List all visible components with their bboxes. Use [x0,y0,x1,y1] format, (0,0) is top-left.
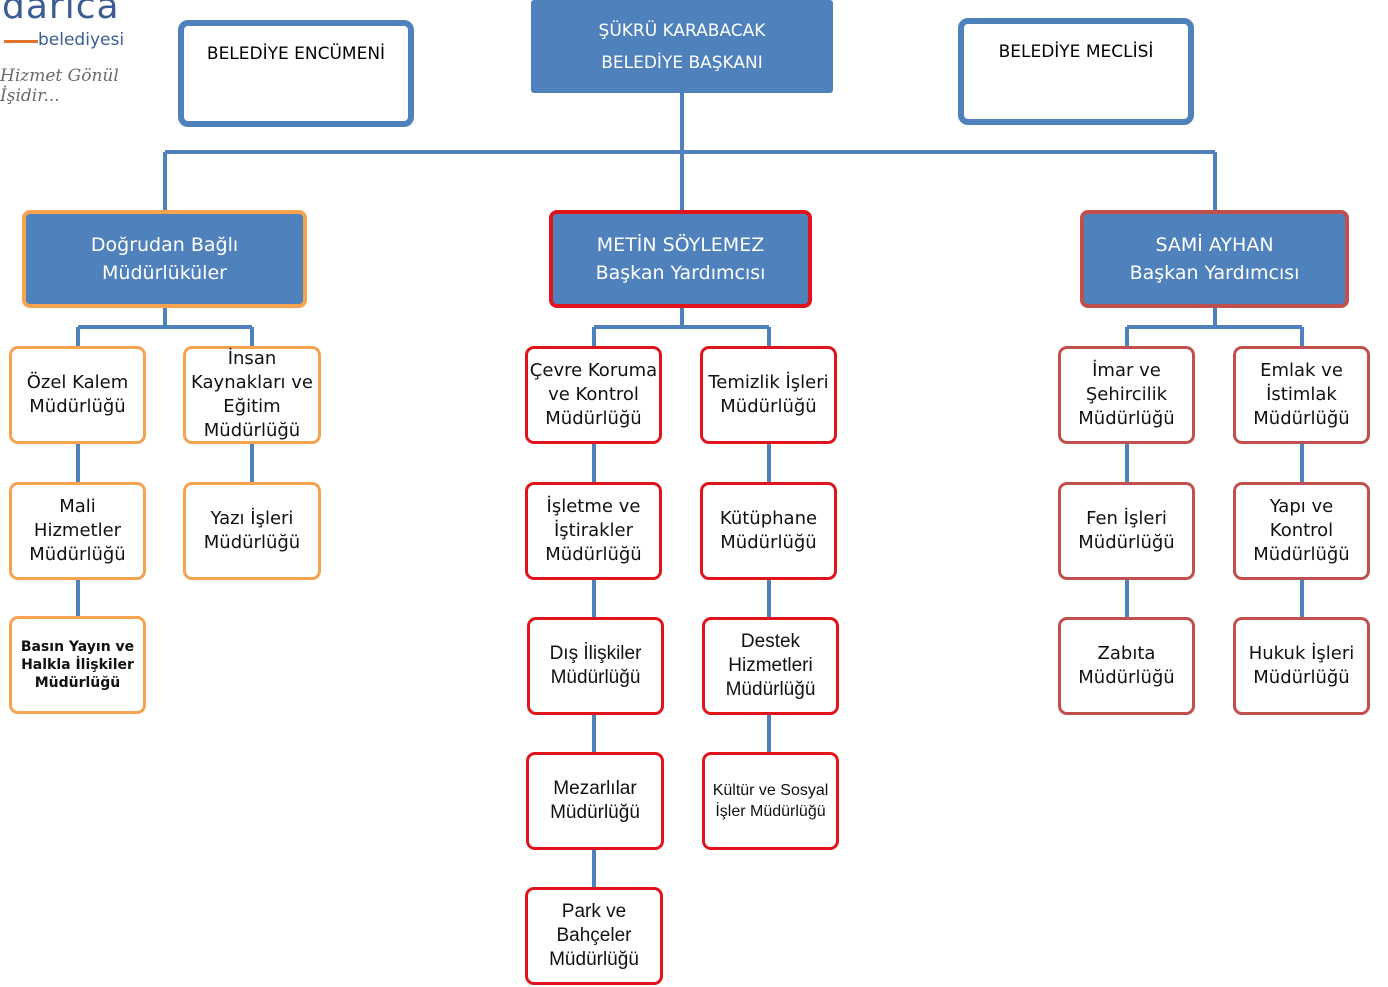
belediye-meclisi-box: BELEDİYE MECLİSİ [958,18,1194,125]
temizlik-isleri-label: Temizlik İşleri Müdürlüğü [708,372,829,417]
darica-logo: darica belediyesi Hizmet Gönül İşidir... [0,0,160,110]
yapi-kontrol-label: Yapı ve Kontrol Müdürlüğü [1253,496,1350,565]
mali-hizmetler-node: Mali Hizmetler Müdürlüğü [9,482,146,580]
mayor-label: ŞÜKRÜ KARABACAK BELEDİYE BAŞKANI [598,20,766,73]
emlak-istimlak-label: Emlak ve İstimlak Müdürlüğü [1253,360,1350,429]
direct-departments-label: Doğrudan Bağlı Müdürlüküler [90,234,239,284]
deputy-mayor-metin-box: METİN SÖYLEMEZ Başkan Yardımcısı [549,210,812,308]
mayor-box: ŞÜKRÜ KARABACAK BELEDİYE BAŞKANI [531,0,833,93]
kultur-sosyal-label: Kültür ve Sosyal İşler Müdürlüğü [712,782,829,820]
basin-yayin-label: Basın Yayın ve Halkla İlişkiler Müdürlüğ… [20,639,135,691]
park-bahceler-label: Park ve Bahçeler Müdürlüğü [549,901,639,970]
dis-iliskiler-label: Dış İlişkiler Müdürlüğü [549,643,642,688]
dis-iliskiler-node: Dış İlişkiler Müdürlüğü [527,617,664,715]
belediye-meclisi-label: BELEDİYE MECLİSİ [998,42,1154,62]
basin-yayin-node: Basın Yayın ve Halkla İlişkiler Müdürlüğ… [9,616,146,714]
insan-kaynaklari-label: İnsan Kaynakları ve Eğitim Müdürlüğü [191,348,313,441]
mali-hizmetler-label: Mali Hizmetler Müdürlüğü [29,496,126,565]
logo-brand: darica [2,0,120,27]
logo-slogan: Hizmet Gönül İşidir... [0,66,119,106]
imar-sehircilik-node: İmar ve Şehircilik Müdürlüğü [1058,346,1195,444]
cevre-koruma-label: Çevre Koruma ve Kontrol Müdürlüğü [529,360,658,429]
yapi-kontrol-node: Yapı ve Kontrol Müdürlüğü [1233,482,1370,580]
fen-isleri-node: Fen İşleri Müdürlüğü [1058,482,1195,580]
direct-departments-box: Doğrudan Bağlı Müdürlüküler [22,210,307,308]
logo-accent-bar [4,40,38,43]
yazi-isleri-label: Yazı İşleri Müdürlüğü [203,508,301,553]
insan-kaynaklari-node: İnsan Kaynakları ve Eğitim Müdürlüğü [183,346,321,444]
mezarliklar-label: Mezarlılar Müdürlüğü [550,778,640,823]
hukuk-isleri-node: Hukuk İşleri Müdürlüğü [1233,617,1370,715]
yazi-isleri-node: Yazı İşleri Müdürlüğü [183,482,321,580]
emlak-istimlak-node: Emlak ve İstimlak Müdürlüğü [1233,346,1370,444]
mezarliklar-node: Mezarlılar Müdürlüğü [526,752,664,850]
kutuphane-label: Kütüphane Müdürlüğü [719,508,818,553]
kultur-sosyal-node: Kültür ve Sosyal İşler Müdürlüğü [702,752,839,850]
logo-subtitle: belediyesi [38,30,125,50]
destek-hizmetleri-label: Destek Hizmetleri Müdürlüğü [725,631,816,700]
kutuphane-node: Kütüphane Müdürlüğü [700,482,837,580]
destek-hizmetleri-node: Destek Hizmetleri Müdürlüğü [702,617,839,715]
hukuk-isleri-label: Hukuk İşleri Müdürlüğü [1248,643,1355,688]
temizlik-isleri-node: Temizlik İşleri Müdürlüğü [700,346,837,444]
ozel-kalem-label: Özel Kalem Müdürlüğü [26,372,129,417]
park-bahceler-node: Park ve Bahçeler Müdürlüğü [525,887,663,985]
isletme-label: İşletme ve İştirakler Müdürlüğü [545,496,642,565]
deputy-mayor-metin-label: METİN SÖYLEMEZ Başkan Yardımcısı [595,234,766,284]
belediye-encumeni-label: BELEDİYE ENCÜMENİ [206,44,386,64]
imar-sehircilik-label: İmar ve Şehircilik Müdürlüğü [1078,360,1175,429]
belediye-encumeni-box: BELEDİYE ENCÜMENİ [178,20,414,127]
deputy-mayor-sami-label: SAMİ AYHAN Başkan Yardımcısı [1129,234,1300,284]
deputy-mayor-sami-box: SAMİ AYHAN Başkan Yardımcısı [1080,210,1349,308]
zabita-label: Zabıta Müdürlüğü [1078,643,1175,688]
isletme-node: İşletme ve İştirakler Müdürlüğü [525,482,662,580]
zabita-node: Zabıta Müdürlüğü [1058,617,1195,715]
cevre-koruma-node: Çevre Koruma ve Kontrol Müdürlüğü [525,346,662,444]
fen-isleri-label: Fen İşleri Müdürlüğü [1078,508,1175,553]
ozel-kalem-node: Özel Kalem Müdürlüğü [9,346,146,444]
